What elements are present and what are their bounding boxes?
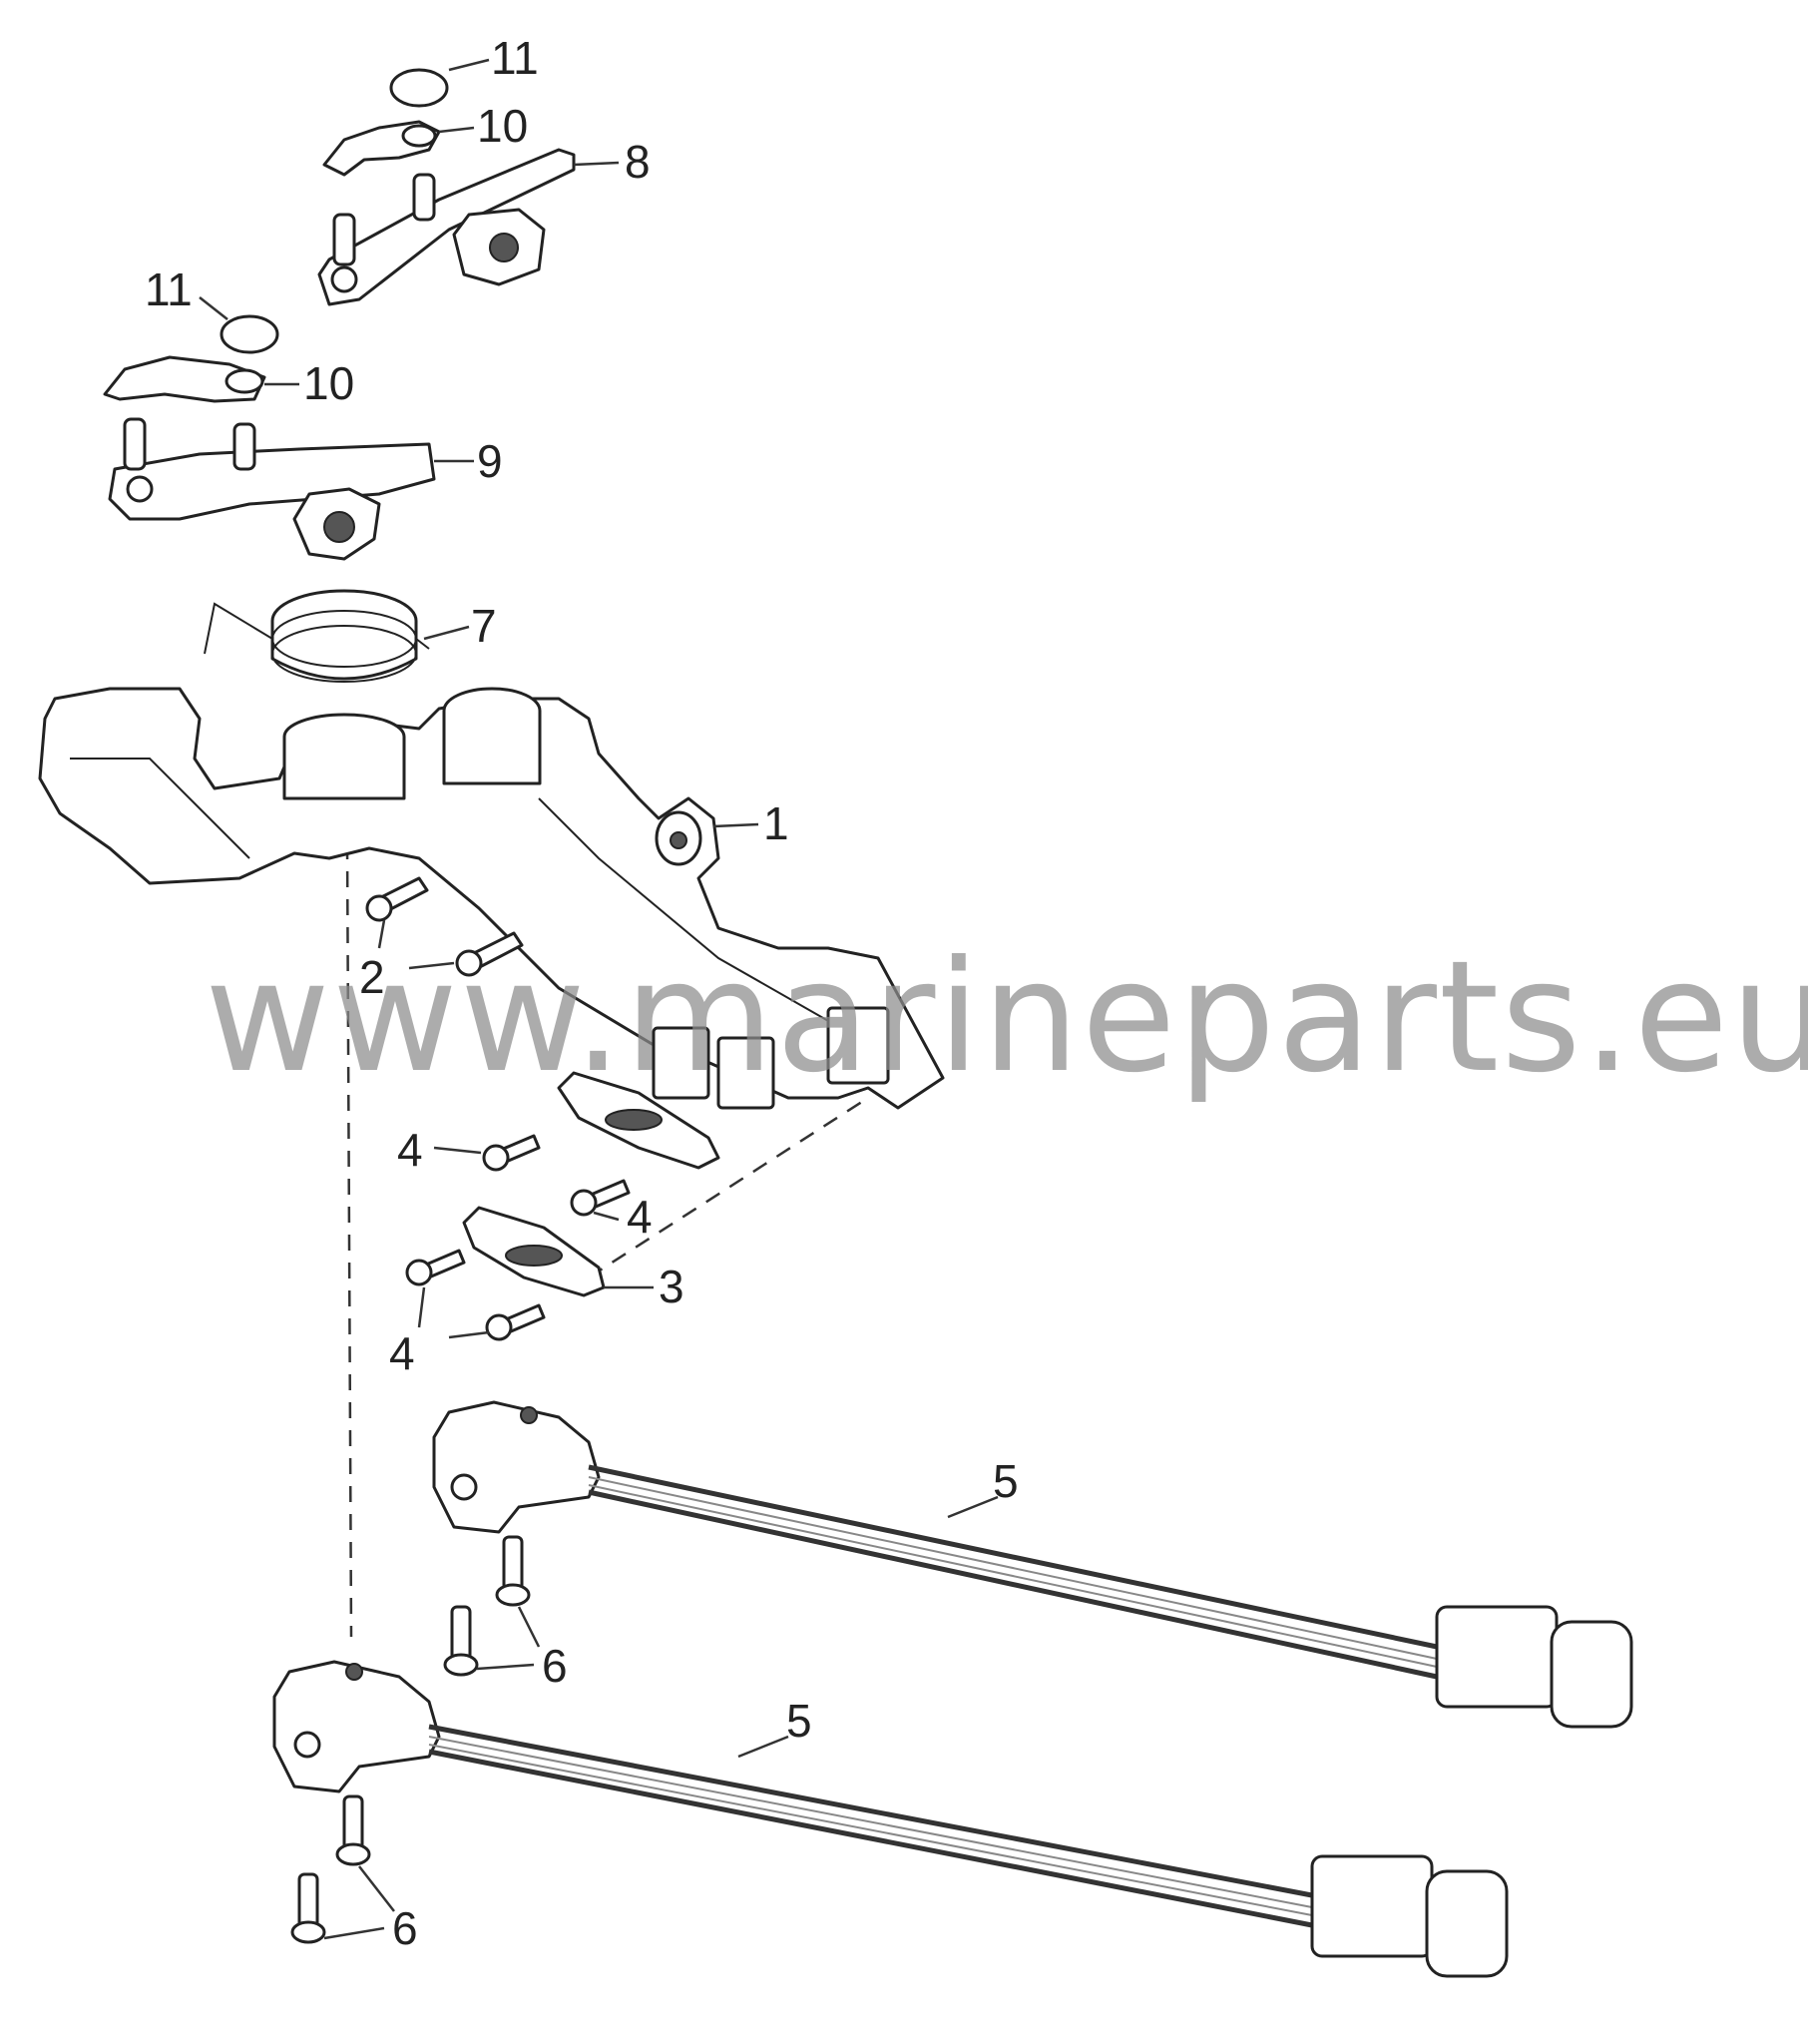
callout-4-a: 4	[397, 1124, 423, 1176]
assembly-axis-line	[345, 842, 353, 1638]
callout-5-lower: 5	[786, 1695, 812, 1747]
part-1-main-bracket	[38, 687, 945, 1110]
part-5-sensor-lower	[272, 1660, 1509, 1978]
callout-4-b: 4	[627, 1191, 653, 1243]
callout-4-c: 4	[389, 1327, 415, 1379]
part-2-screws	[365, 876, 524, 977]
callout-5-upper: 5	[993, 1455, 1019, 1507]
part-11-oring-top	[389, 58, 490, 108]
part-3-clips	[462, 1071, 720, 1297]
callout-1: 1	[763, 797, 789, 849]
part-7-spring	[204, 589, 470, 683]
part-10-lever-top	[322, 120, 475, 177]
part-9-lower-arm	[108, 417, 474, 561]
callout-6-upper: 6	[542, 1640, 568, 1692]
callout-10-top: 10	[477, 100, 528, 152]
part-8-upper-arm	[317, 148, 620, 306]
callout-11-lower: 11	[145, 263, 193, 315]
part-11-oring-lower	[199, 296, 279, 354]
callout-11-top: 11	[491, 32, 539, 84]
callout-9: 9	[477, 435, 503, 487]
callout-3: 3	[659, 1261, 684, 1312]
part-6-screws-lower	[290, 1794, 395, 1944]
watermark-text: www.marineparts.eu	[205, 928, 1808, 1107]
part-6-screws-upper	[443, 1535, 541, 1677]
callout-2: 2	[359, 951, 385, 1003]
callout-8: 8	[625, 136, 651, 188]
callout-7: 7	[471, 600, 497, 652]
part-10-lever-lower	[103, 355, 299, 403]
callout-10-lower: 10	[303, 357, 354, 409]
callout-6-lower: 6	[392, 1902, 418, 1954]
part-5-sensor-upper	[432, 1400, 1633, 1729]
part-4-screws	[405, 1134, 631, 1341]
